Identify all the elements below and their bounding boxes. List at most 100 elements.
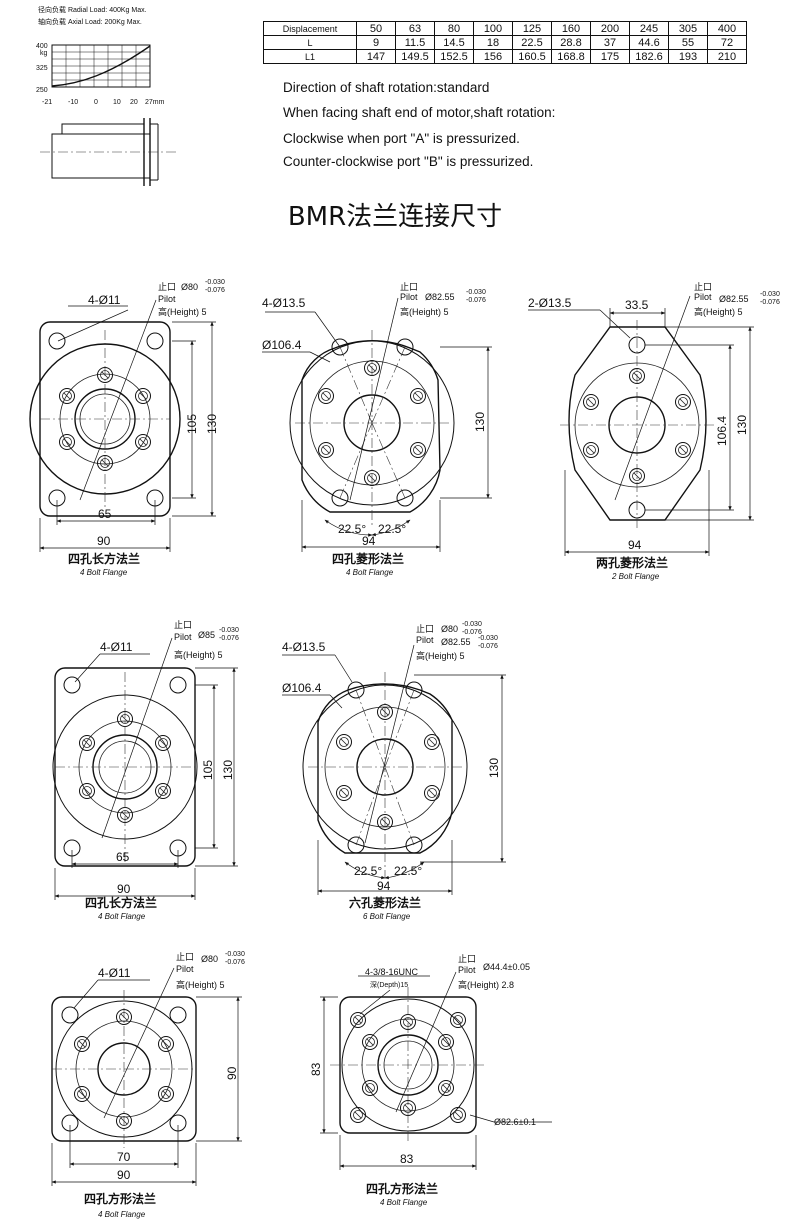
f5-pilot-en: Pilot — [416, 635, 434, 645]
table-cell: 125 — [512, 21, 552, 36]
load-chart: 径向负载 Radial Load: 400Kg Max. 轴向负载 Axial … — [36, 5, 165, 106]
table-row: Displacement 50 63 80 100 125 160 200 24… — [263, 21, 747, 36]
table-cell: 14.5 — [434, 35, 474, 50]
rotation-note-4: Counter-clockwise port "B" is pressurize… — [283, 154, 534, 169]
table-cell: 193 — [668, 49, 708, 64]
header-l1: L1 — [263, 49, 357, 64]
f2-height-dim: 130 — [473, 412, 487, 432]
table-cell: 152.5 — [434, 49, 474, 64]
flange-2: 4-Ø13.5 Ø106.4 止口 Ø82.55 -0.030 -0.076 P… — [262, 281, 492, 577]
f5-tol1-low: -0.076 — [462, 629, 482, 636]
f6-w-inner: 70 — [117, 1150, 131, 1164]
f2-pilot-dia: Ø82.55 — [425, 292, 455, 302]
f1-w-inner: 65 — [98, 507, 112, 521]
flange-1: 4-Ø11 止口 Ø80 -0.030 -0.076 Pilot 高(Heigh… — [29, 279, 225, 577]
f2-angle2: 22.5° — [378, 522, 406, 536]
f5-angle2: 22.5° — [394, 864, 422, 878]
f3-pilot-cn: 止口 — [694, 281, 712, 292]
f6-hole-label: 4-Ø11 — [98, 966, 131, 980]
f3-hole-label: 2-Ø13.5 — [528, 296, 572, 310]
f2-pilot-en: Pilot — [400, 292, 418, 302]
f7-pilot-en: Pilot — [458, 965, 476, 975]
f4-pilot-cn: 止口 — [174, 619, 192, 630]
f2-height: 高(Height) 5 — [400, 306, 449, 317]
f2-tol-up: -0.030 — [466, 289, 486, 296]
table-cell: 11.5 — [395, 35, 435, 50]
f5-pilot-dia2: Ø82.55 — [441, 637, 471, 647]
f5-tol2-up: -0.030 — [478, 635, 498, 642]
x-tick-4: 10 — [113, 99, 121, 106]
f1-pilot-cn: 止口 — [158, 281, 176, 292]
displacement-table: Displacement 50 63 80 100 125 160 200 24… — [263, 21, 747, 64]
f3-height: 高(Height) 5 — [694, 306, 743, 317]
header-l: L — [263, 35, 357, 50]
f1-w-outer: 90 — [97, 534, 111, 548]
f5-pcd: Ø106.4 — [282, 681, 322, 695]
table-cell: 18 — [473, 35, 513, 50]
f1-hole-label: 4-Ø11 — [88, 293, 121, 307]
f3-h-outer: 130 — [735, 415, 749, 435]
f4-caption-cn: 四孔长方法兰 — [85, 895, 157, 910]
f3-caption-en: 2 Bolt Flange — [611, 572, 660, 581]
table-cell: 160.5 — [512, 49, 552, 64]
f5-angle1: 22.5° — [354, 864, 382, 878]
f5-tol2-low: -0.076 — [478, 643, 498, 650]
table-cell: 37 — [590, 35, 630, 50]
f6-w-outer: 90 — [117, 1168, 131, 1182]
f3-width: 94 — [628, 538, 642, 552]
f5-tol1-up: -0.030 — [462, 621, 482, 628]
f2-tol-low: -0.076 — [466, 297, 486, 304]
f2-hole-label: 4-Ø13.5 — [262, 296, 306, 310]
flange-3: 2-Ø13.5 33.5 止口 Ø82.55 -0.030 -0.076 Pil… — [528, 281, 780, 581]
f7-pilot-dia: Ø44.4±0.05 — [483, 962, 530, 972]
f4-tol-low: -0.076 — [219, 635, 239, 642]
f3-pilot-en: Pilot — [694, 292, 712, 302]
f2-pilot-cn: 止口 — [400, 281, 418, 292]
f7-depth: 深(Depth)15 — [370, 980, 408, 989]
x-tick-5: 20 — [130, 99, 138, 106]
table-cell: 182.6 — [629, 49, 669, 64]
table-cell: 160 — [551, 21, 591, 36]
f5-pilot-dia1: Ø80 — [441, 624, 458, 634]
page-title: BMR法兰连接尺寸 — [287, 202, 503, 232]
table-cell: 245 — [629, 21, 669, 36]
f3-caption-cn: 两孔菱形法兰 — [596, 555, 668, 570]
f3-pilot-dia: Ø82.55 — [719, 294, 749, 304]
table-cell: 72 — [707, 35, 747, 50]
table-cell: 63 — [395, 21, 435, 36]
table-cell: 28.8 — [551, 35, 591, 50]
rotation-note-2: When facing shaft end of motor,shaft rot… — [283, 105, 556, 120]
f4-tol-up: -0.030 — [219, 627, 239, 634]
f6-tol-low: -0.076 — [225, 959, 245, 966]
f4-pilot-en: Pilot — [174, 632, 192, 642]
table-cell: 44.6 — [629, 35, 669, 50]
f6-tol-up: -0.030 — [225, 951, 245, 958]
f7-height: 高(Height) 2.8 — [458, 979, 514, 990]
table-cell: 80 — [434, 21, 474, 36]
table-cell: 55 — [668, 35, 708, 50]
f6-caption-en: 4 Bolt Flange — [98, 1210, 146, 1219]
table-cell: 149.5 — [395, 49, 435, 64]
f5-height: 高(Height) 5 — [416, 650, 465, 661]
table-cell: 50 — [356, 21, 396, 36]
table-cell: 175 — [590, 49, 630, 64]
y-unit: kg — [40, 50, 48, 57]
f1-tol-low: -0.076 — [205, 287, 225, 294]
table-cell: 22.5 — [512, 35, 552, 50]
f5-height-dim: 130 — [487, 758, 501, 778]
f4-h-outer: 130 — [221, 760, 235, 780]
f5-pilot-cn: 止口 — [416, 623, 434, 634]
flange-6: 4-Ø11 止口 Ø80 -0.030 -0.076 Pilot 高(Heigh… — [51, 951, 245, 1219]
f6-pilot-dia: Ø80 — [201, 954, 218, 964]
table-cell: 147 — [356, 49, 396, 64]
f7-caption-en: 4 Bolt Flange — [380, 1198, 428, 1207]
f5-hole-label: 4-Ø13.5 — [282, 640, 326, 654]
x-tick-1: -21 — [42, 99, 52, 106]
x-tick-3: 0 — [94, 99, 98, 106]
flange-4: 4-Ø11 止口 Ø85 -0.030 -0.076 Pilot 高(Heigh… — [52, 619, 239, 921]
f5-width: 94 — [377, 879, 391, 893]
f2-caption-en: 4 Bolt Flange — [346, 568, 394, 577]
f1-pilot-en: Pilot — [158, 294, 176, 304]
table-cell: 210 — [707, 49, 747, 64]
